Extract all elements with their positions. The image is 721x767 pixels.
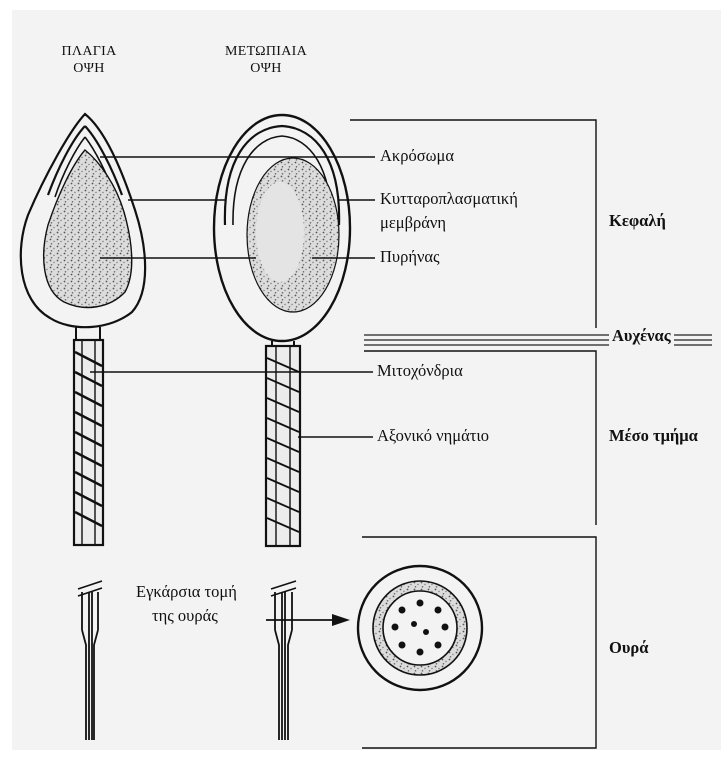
side-tail bbox=[82, 592, 98, 740]
label-cell-membrane-line1: Κυτταροπλασματική bbox=[380, 189, 518, 209]
side-view-header: ΠΛΑΓΙΑ ΟΨΗ bbox=[58, 43, 120, 77]
region-neck: Αυχένας bbox=[609, 326, 674, 346]
label-cross-section-line1: Εγκάρσια τομή bbox=[136, 582, 237, 602]
label-axial-filament: Αξονικό νημάτιο bbox=[377, 426, 489, 446]
region-tail: Ουρά bbox=[609, 638, 648, 658]
side-view-header-line1: ΠΛΑΓΙΑ bbox=[58, 43, 120, 60]
front-view-header-line2: ΟΨΗ bbox=[216, 60, 316, 77]
front-view-header: ΜΕΤΩΠΙΑΙΑ ΟΨΗ bbox=[216, 43, 316, 77]
label-acrosome: Ακρόσωμα bbox=[380, 146, 454, 166]
label-cross-section-line2: της ουράς bbox=[152, 606, 218, 626]
front-tail bbox=[275, 592, 292, 740]
tail-cross-section bbox=[358, 566, 482, 690]
front-midpiece bbox=[266, 346, 300, 546]
region-midpiece: Μέσο τμήμα bbox=[609, 426, 698, 446]
side-view-sperm bbox=[21, 114, 145, 740]
region-head: Κεφαλή bbox=[609, 211, 666, 231]
front-view-header-line1: ΜΕΤΩΠΙΑΙΑ bbox=[216, 43, 316, 60]
side-view-header-line2: ΟΨΗ bbox=[58, 60, 120, 77]
label-mitochondria: Μιτοχόνδρια bbox=[377, 361, 463, 381]
label-nucleus: Πυρήνας bbox=[380, 247, 440, 267]
front-view-sperm bbox=[214, 115, 350, 740]
label-cell-membrane-line2: μεμβράνη bbox=[380, 213, 446, 233]
